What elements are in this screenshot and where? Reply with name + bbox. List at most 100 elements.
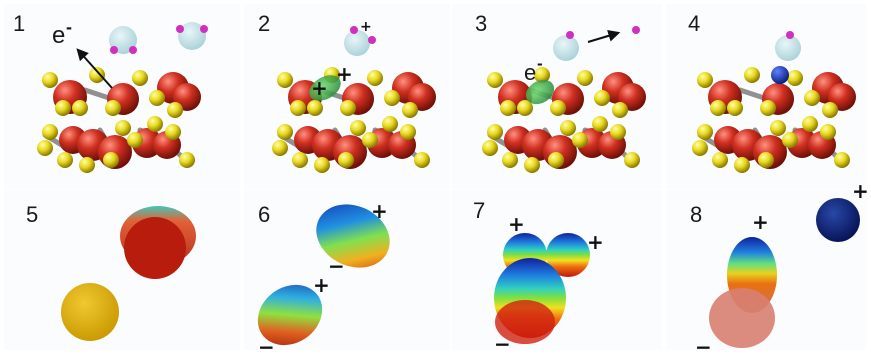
electron-label-3: e	[524, 60, 537, 85]
ion-2	[344, 30, 370, 56]
metal-atom-3-12	[572, 132, 588, 148]
metal-atom-2-1	[307, 100, 323, 116]
charge-plus-8a: +	[752, 210, 769, 234]
charge-plus-7a: +	[508, 212, 525, 236]
charge-minus-6a: −	[328, 254, 345, 278]
metal-atom-3-8	[502, 152, 518, 168]
metal-atom-4-4	[787, 70, 803, 86]
panel-label-8: 8	[690, 202, 703, 227]
metal-atom-1-15	[179, 152, 195, 168]
electron-cloud-3	[525, 79, 555, 105]
proton-4	[786, 31, 794, 39]
charge-plus-2a: +	[336, 62, 353, 86]
metal-atom-4-7	[697, 124, 713, 140]
metal-atom-1-0	[42, 72, 58, 88]
panel-label-4: 4	[688, 11, 701, 36]
panel-label-3: 3	[475, 11, 488, 36]
metal-atom-4-2	[744, 67, 760, 83]
metal-atom-4-14	[820, 124, 836, 140]
charge-plus-6b: +	[313, 273, 330, 297]
metal-atom-1-8	[57, 152, 73, 168]
metal-atom-4-9	[734, 157, 750, 173]
surface-7d	[495, 300, 555, 344]
proton-arrow-3	[587, 30, 621, 43]
metal-atom-2-4	[367, 70, 383, 86]
metal-atom-3-14	[610, 124, 626, 140]
metal-atom-3-4	[577, 70, 593, 86]
metal-atom-3-7	[487, 124, 503, 140]
proton-2a	[350, 26, 358, 34]
metal-atom-1-9	[79, 157, 95, 173]
charge-minus-8: −	[695, 335, 712, 359]
metal-atom-2-8	[292, 152, 308, 168]
metal-atom-1-5	[149, 90, 165, 106]
metal-atom-1-7	[42, 124, 58, 140]
metal-atom-1-11	[115, 120, 131, 136]
metal-atom-1-13	[147, 116, 163, 132]
proton-2b	[368, 36, 376, 44]
metal-atom-4-1	[727, 100, 743, 116]
metal-atom-4-10	[758, 152, 774, 168]
metal-atom-3-5	[594, 90, 610, 106]
surface-6b	[257, 284, 323, 346]
charge-plus-6a: +	[371, 199, 388, 223]
metal-atom-2-12	[362, 132, 378, 148]
panel-label-7: 7	[473, 198, 486, 223]
metal-atom-1-3	[105, 100, 121, 116]
metal-atom-3-2	[534, 67, 550, 83]
panel-label-6: 6	[258, 202, 271, 227]
metal-atom-1-17	[37, 140, 53, 156]
metal-atom-2-14	[400, 124, 416, 140]
metal-atom-3-6	[612, 102, 628, 118]
metal-atom-4-17	[692, 140, 708, 156]
metal-atom-1-1	[72, 100, 88, 116]
metal-atom-3-1	[517, 100, 533, 116]
metal-atom-2-15	[414, 152, 430, 168]
metal-atom-3-16	[500, 100, 516, 116]
charge-minus-6b: −	[258, 335, 275, 359]
metal-atom-1-4	[132, 70, 148, 86]
metal-atom-2-13	[382, 116, 398, 132]
metal-atom-2-0	[277, 72, 293, 88]
panel-bg-5	[4, 190, 240, 350]
surface-5-front	[124, 217, 186, 279]
proton-1d	[200, 25, 208, 33]
metal-atom-1-10	[103, 152, 119, 168]
electron-cloud-2	[309, 75, 341, 101]
gold-sphere-5	[61, 283, 119, 341]
surface-8b	[709, 288, 775, 348]
metal-atom-2-9	[314, 157, 330, 173]
metal-atom-2-3	[340, 100, 356, 116]
surface-7b	[546, 233, 590, 277]
metal-atom-4-11	[770, 120, 786, 136]
navy-sphere-8	[816, 198, 860, 242]
charge-plus-7b: +	[587, 230, 604, 254]
metal-atom-2-10	[338, 152, 354, 168]
panel-label-5: 5	[26, 202, 39, 227]
metal-atom-3-17	[482, 140, 498, 156]
metal-atom-1-6	[167, 102, 183, 118]
electron-label-1: e	[52, 22, 66, 49]
metal-atom-1-12	[127, 132, 143, 148]
proton-3b	[632, 26, 640, 34]
metal-atom-2-17	[272, 140, 288, 156]
proton-1b	[129, 46, 137, 54]
metal-atom-3-15	[624, 152, 640, 168]
charge-minus-7: −	[494, 332, 511, 356]
metal-atom-2-11	[350, 120, 366, 136]
metal-atom-2-5	[384, 90, 400, 106]
metal-atom-4-13	[802, 116, 818, 132]
metal-atom-1-16	[55, 100, 71, 116]
metal-atom-4-12	[782, 132, 798, 148]
metal-atom-4-6	[822, 102, 838, 118]
metal-atom-1-14	[165, 124, 181, 140]
electron-sup-3: -	[537, 54, 543, 73]
metal-atom-3-13	[592, 116, 608, 132]
proton-1c	[176, 25, 184, 33]
metal-atom-2-6	[402, 102, 418, 118]
metal-atom-3-0	[487, 72, 503, 88]
surface-6a	[316, 204, 390, 268]
ion-4	[775, 35, 801, 61]
